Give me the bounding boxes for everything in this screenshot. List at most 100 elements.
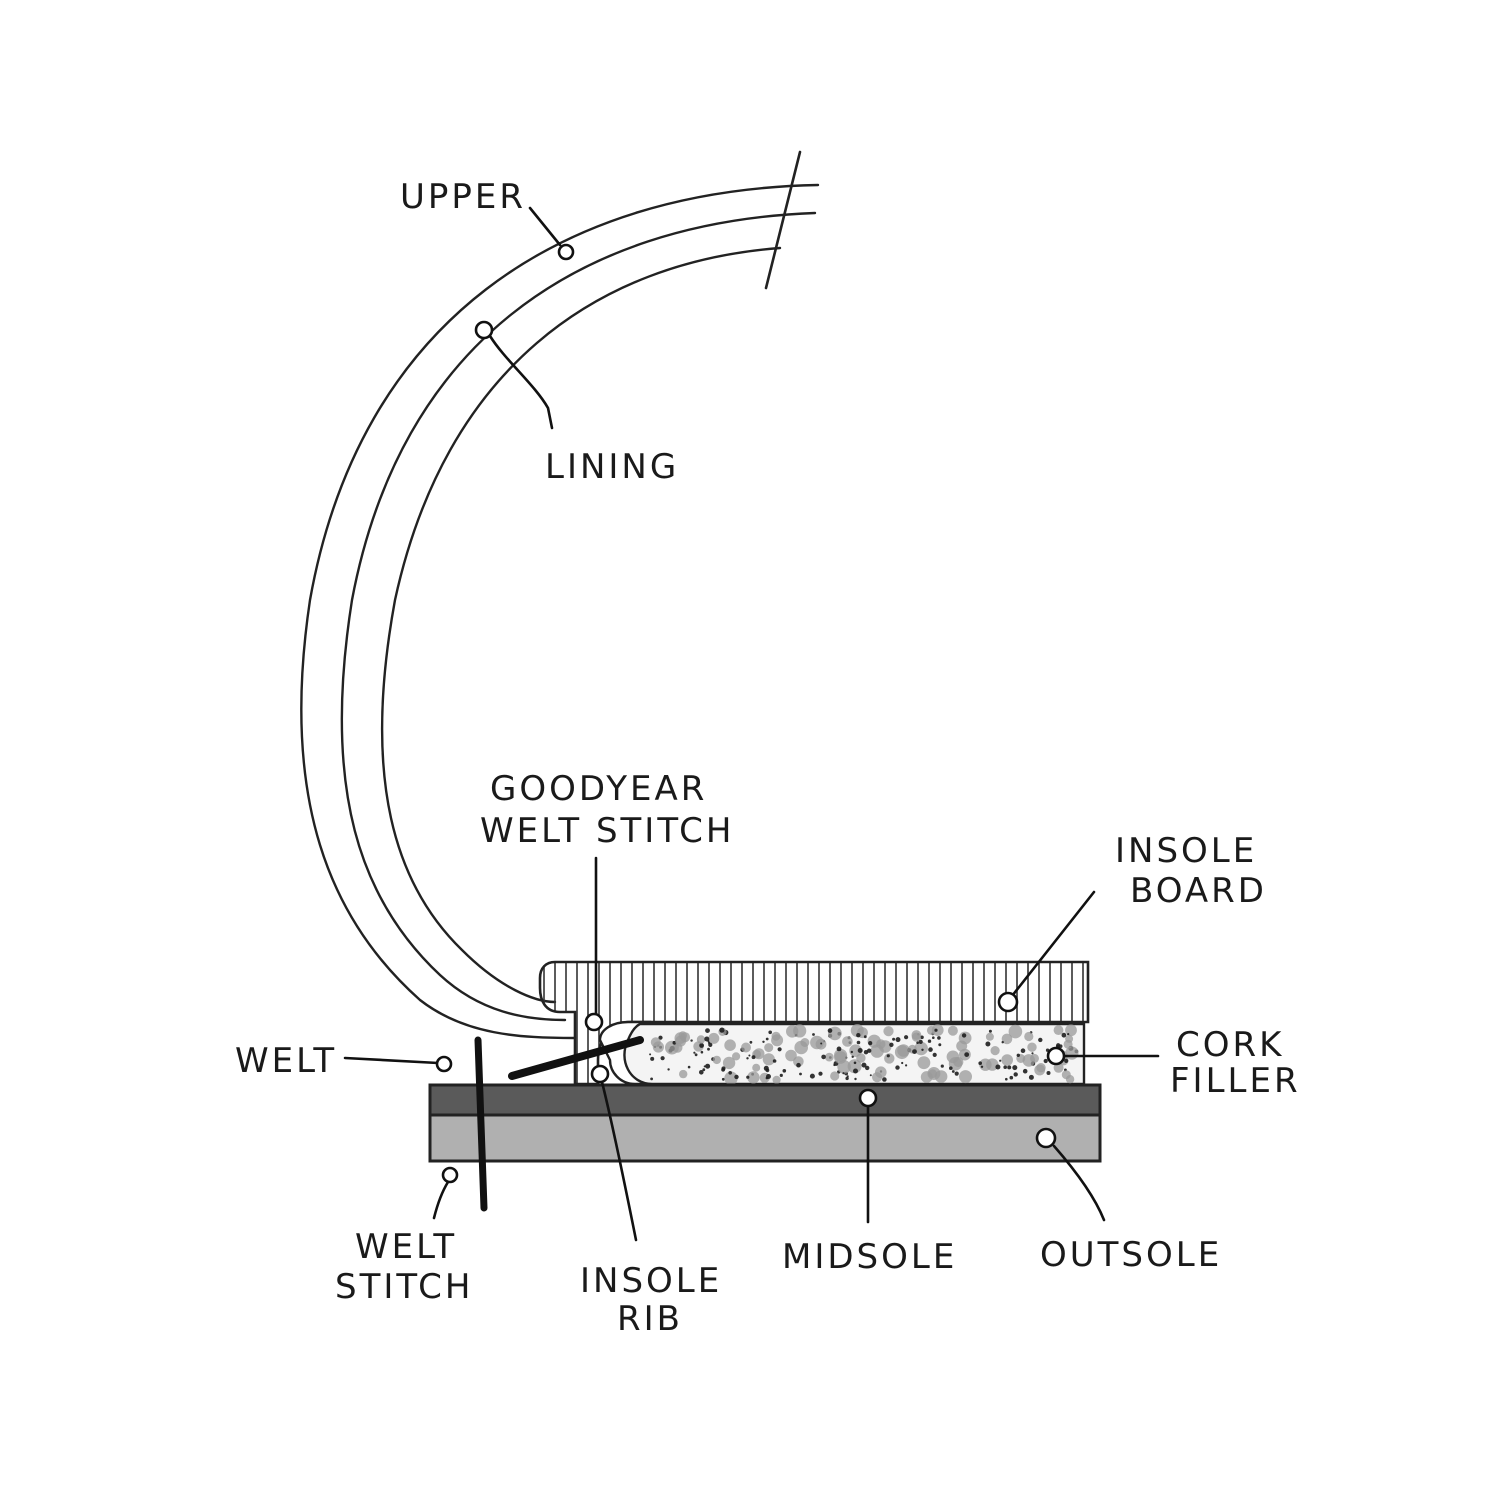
cork-speckle <box>985 1041 991 1047</box>
cork-speckle <box>978 1061 982 1065</box>
cork-speckle <box>988 1029 992 1033</box>
cork-speckle <box>747 1071 760 1084</box>
cork-speckle <box>853 1061 857 1065</box>
label-welt-stitch-line1: WELT <box>355 1227 457 1267</box>
cork-speckle <box>920 1035 924 1040</box>
cork-speckle <box>768 1030 772 1035</box>
pin-insole-rib <box>590 1064 610 1084</box>
cork-speckle <box>741 1042 751 1053</box>
cork-speckle <box>875 1066 887 1078</box>
cork-speckle <box>863 1035 867 1039</box>
cork-speckle <box>912 1049 917 1054</box>
cork-speckle <box>849 1044 862 1057</box>
cork-speckle <box>810 1035 824 1050</box>
cork-speckle <box>846 1075 849 1078</box>
upper-outer-line <box>300 183 820 1040</box>
cork-speckle <box>765 1068 770 1073</box>
cork-speckle <box>1028 1074 1034 1080</box>
cork-speckle <box>1031 1052 1034 1055</box>
cork-speckle <box>793 1024 807 1038</box>
leader-lines <box>343 206 1160 1242</box>
cork-speckle <box>748 1054 751 1057</box>
cork-filler-shape <box>623 1022 1086 1086</box>
label-upper: UPPER <box>400 177 526 217</box>
leader-welt-stitch <box>432 1180 450 1220</box>
cork-speckle <box>652 1041 665 1053</box>
cork-speckle <box>842 1072 845 1075</box>
leader-lining <box>488 334 554 430</box>
label-insole-rib-line2: RIB <box>617 1299 683 1339</box>
cork-speckle <box>699 1043 704 1048</box>
cork-speckle <box>1013 1072 1018 1077</box>
cork-speckle <box>772 1059 777 1063</box>
cork-speckle <box>895 1065 900 1070</box>
cork-speckle <box>842 1036 853 1047</box>
cork-speckle <box>1009 1075 1014 1080</box>
cork-speckle <box>961 1033 967 1038</box>
cork-speckle <box>1061 1032 1067 1038</box>
cork-speckle <box>1043 1058 1048 1064</box>
goodyear-welt-stitch-line <box>508 1036 644 1080</box>
cork-speckle <box>883 1026 894 1037</box>
leader-outsole <box>1052 1144 1106 1222</box>
cork-speckle <box>782 1069 787 1073</box>
cork-speckle <box>821 1054 826 1060</box>
cork-speckle <box>861 1062 867 1068</box>
cork-speckle <box>932 1052 937 1057</box>
cork-speckle <box>687 1065 691 1069</box>
cork-speckle <box>918 1039 923 1044</box>
cork-speckle <box>985 1032 994 1041</box>
cork-speckle <box>904 1035 909 1040</box>
cork-speckle <box>772 1075 781 1084</box>
cork-speckle <box>1022 1054 1036 1067</box>
cork-speckle <box>949 1066 953 1070</box>
cork-speckle <box>1064 1058 1069 1063</box>
cork-speckle <box>928 1047 933 1052</box>
cork-speckle <box>699 1070 704 1075</box>
cork-speckle <box>895 1037 901 1043</box>
cork-speckle <box>762 1053 775 1066</box>
cork-speckle <box>728 1071 732 1075</box>
label-goodyear-line2: WELT STITCH <box>480 811 734 851</box>
leader-upper <box>528 206 562 247</box>
cork-speckle <box>914 1041 928 1056</box>
cork-speckle <box>901 1061 904 1065</box>
cork-speckle <box>732 1052 741 1061</box>
cork-speckle <box>707 1041 711 1045</box>
cork-speckle <box>702 1068 706 1072</box>
cork-speckle <box>1016 1053 1020 1058</box>
cork-speckle <box>796 1062 801 1068</box>
cork-speckle <box>694 1053 698 1057</box>
cork-speckle <box>1001 1041 1004 1044</box>
cork-speckle <box>851 1055 854 1059</box>
cork-speckle <box>1005 1077 1008 1081</box>
cork-speckle <box>724 1071 738 1085</box>
cork-speckle <box>1012 1065 1018 1071</box>
cork-speckle <box>1027 1042 1037 1052</box>
cork-speckle <box>1063 1039 1073 1049</box>
cork-speckle <box>834 1051 847 1064</box>
cork-speckle <box>693 1051 696 1054</box>
cork-speckle <box>764 1043 774 1053</box>
cork-speckle <box>724 1039 736 1051</box>
cork-speckle <box>853 1068 858 1074</box>
cork-speckle <box>934 1028 938 1032</box>
cork-speckle <box>765 1076 769 1080</box>
cork-speckle <box>765 1037 769 1041</box>
cork-speckle <box>779 1073 783 1077</box>
label-cork-line2: FILLER <box>1170 1061 1301 1101</box>
upper-and-lining-layers <box>300 150 820 1040</box>
pin-outsole <box>1035 1127 1057 1149</box>
upper-cut-line <box>764 150 802 290</box>
cork-speckle <box>867 1048 872 1053</box>
cork-speckle <box>824 1052 834 1062</box>
cork-speckle <box>865 1065 870 1071</box>
cork-speckle <box>1001 1054 1013 1066</box>
cork-speckle <box>1024 1031 1034 1042</box>
cork-speckle <box>927 1039 932 1043</box>
cork-speckle <box>916 1041 919 1044</box>
label-cork-line1: CORK <box>1176 1025 1284 1065</box>
cork-speckle <box>959 1070 972 1084</box>
cork-speckle <box>934 1070 948 1083</box>
cork-speckle <box>980 1065 984 1069</box>
